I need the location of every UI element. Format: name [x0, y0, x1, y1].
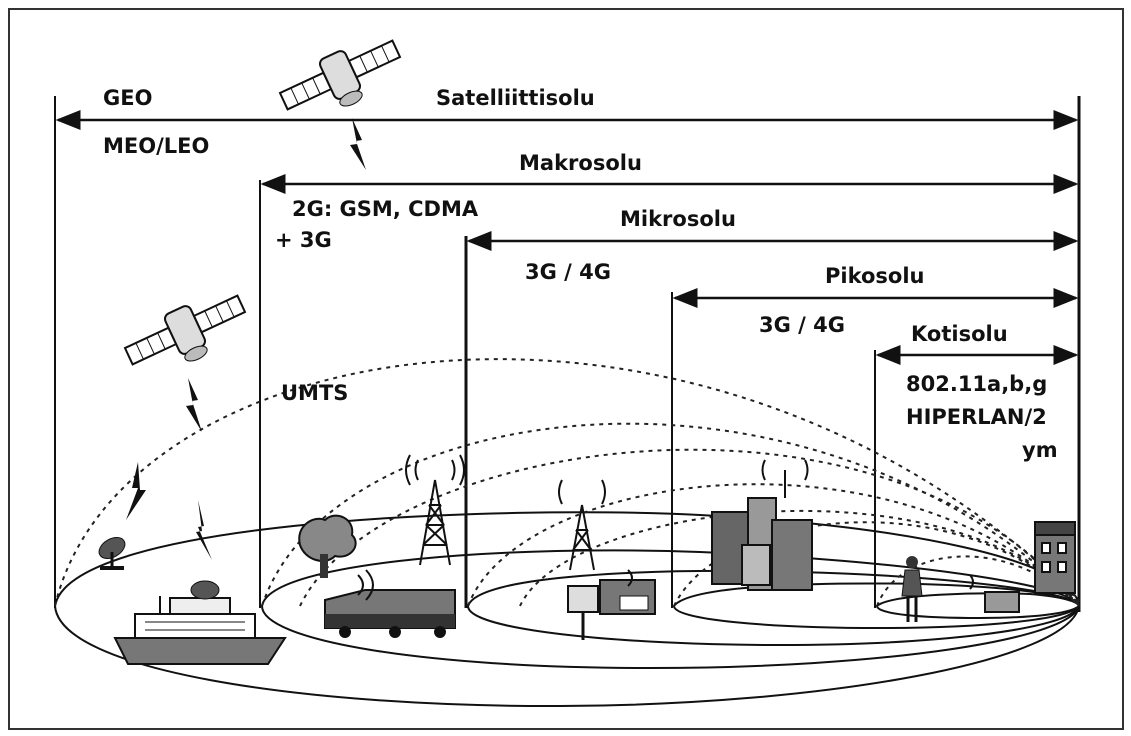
pico-cell-label: Pikosolu — [825, 264, 925, 288]
house-icon — [1034, 521, 1076, 594]
lightning-signal-icon — [126, 118, 366, 560]
macro-tech-3g: + 3G — [275, 228, 332, 252]
satellite-tech-geo: GEO — [103, 86, 153, 110]
satellite-icon — [123, 294, 247, 366]
dish-antenna-icon — [98, 537, 126, 570]
macro-cell-label: Makrosolu — [519, 151, 642, 175]
ship-icon — [113, 580, 287, 665]
home-cell-label: Kotisolu — [911, 322, 1008, 346]
micro-cell-label: Mikrosolu — [620, 207, 736, 231]
home-tech-hiperlan: HIPERLAN/2 — [906, 405, 1047, 429]
satellite-icon — [278, 39, 402, 111]
radio-tower-icon — [405, 454, 465, 566]
satellite-cell-label: Satelliittisolu — [436, 86, 595, 110]
home-tech-ym: ym — [1022, 438, 1058, 462]
car-icon — [599, 569, 656, 615]
person-icon — [901, 556, 923, 622]
payphone-icon — [567, 585, 599, 640]
macro-tech-2g: 2G: GSM, CDMA — [292, 197, 479, 221]
pico-tech: 3G / 4G — [759, 313, 845, 337]
umts-label: UMTS — [281, 381, 349, 405]
home-tech-80211: 802.11a,b,g — [906, 372, 1048, 396]
laptop-icon — [969, 574, 1020, 613]
truck-icon — [324, 569, 456, 638]
satellite-tech-meo-leo: MEO/LEO — [103, 134, 210, 158]
tree-icon — [298, 514, 357, 578]
radio-tower-icon — [558, 479, 606, 571]
cell-range-arrows — [55, 110, 1079, 365]
city-buildings-icon — [711, 459, 813, 591]
cell-boundary-lines — [54, 96, 1081, 612]
micro-tech: 3G / 4G — [525, 260, 611, 284]
